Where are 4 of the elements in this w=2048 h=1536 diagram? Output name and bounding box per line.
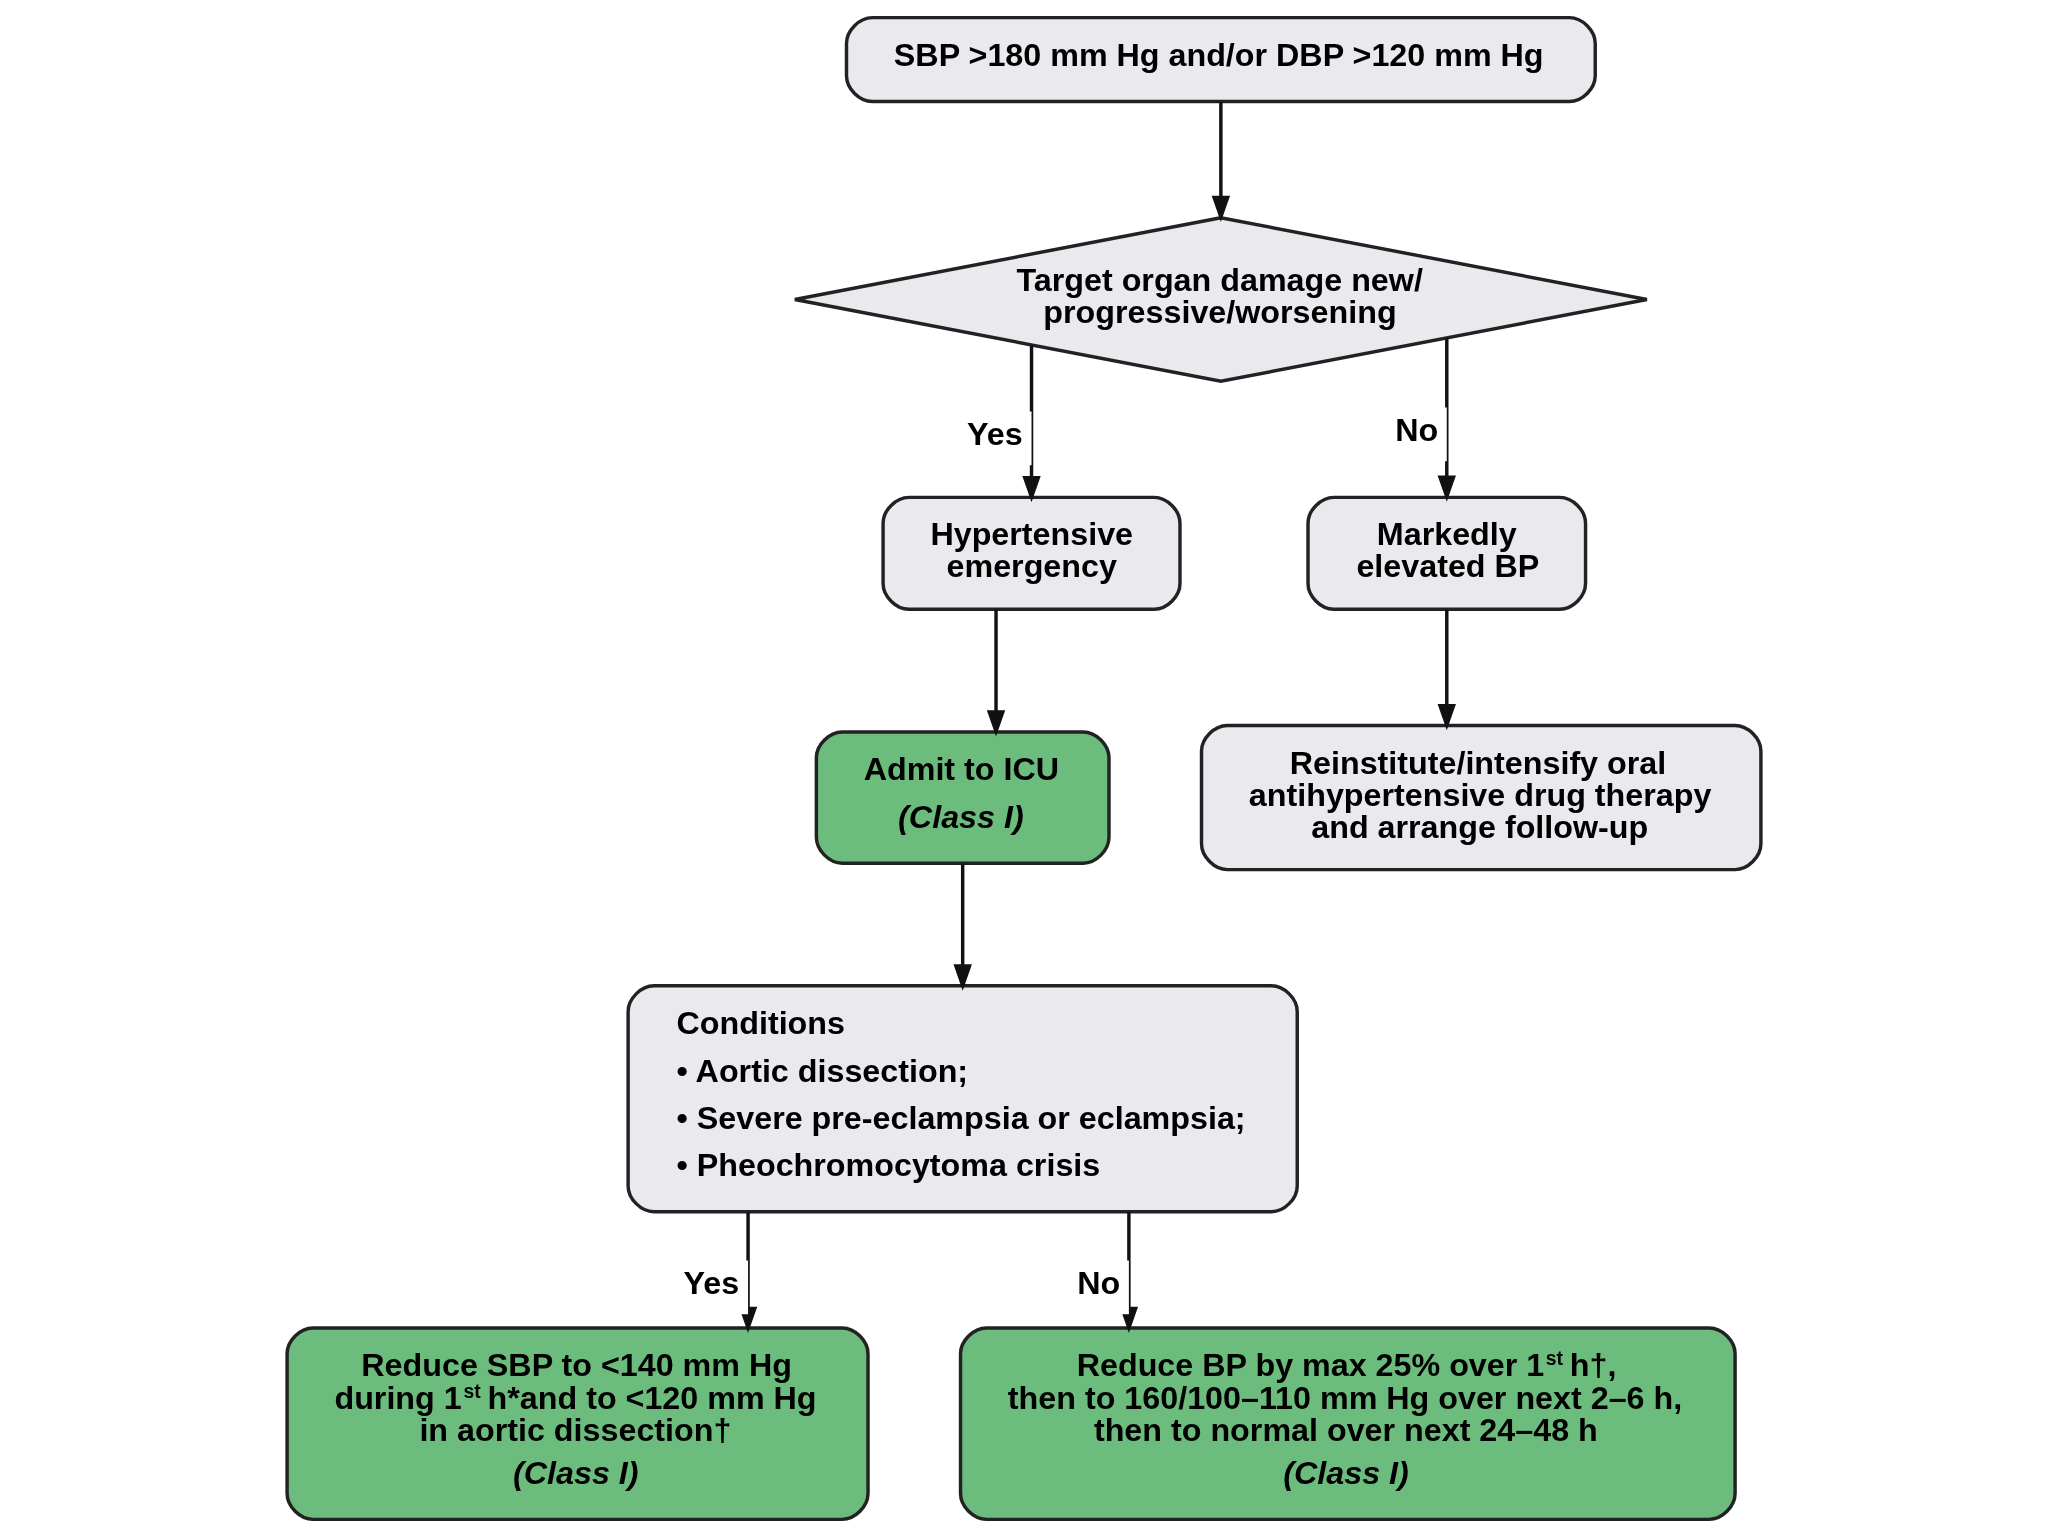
edge-label: No: [1395, 411, 1439, 448]
edge-label: Yes: [683, 1264, 740, 1301]
edge-label: No: [1077, 1264, 1121, 1301]
edge-label: Yes: [966, 415, 1023, 452]
